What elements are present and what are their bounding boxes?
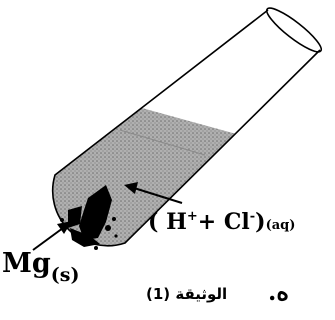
magnesium-solid — [60, 185, 118, 250]
document-caption: الوثيقة (1) — [146, 285, 228, 303]
acid-plus-charge: + — [186, 209, 198, 224]
mg-state: (s) — [50, 264, 80, 286]
mg-pointer-arrow — [32, 221, 72, 251]
test-tube — [51, 7, 323, 247]
acid-mid: + Cl — [197, 209, 250, 235]
acid-pointer-arrow — [124, 182, 183, 204]
acid-solution-label: ( H++ Cl-)(aq) — [148, 210, 295, 233]
acid-minus-charge: - — [249, 209, 256, 224]
trailing-text: ه. — [268, 277, 289, 306]
magnesium-label: Mg(s) — [2, 250, 79, 285]
acid-close: ) — [255, 209, 266, 235]
acid-state: (aq) — [265, 218, 296, 233]
acid-open: ( H — [148, 209, 187, 235]
mg-symbol: Mg — [2, 248, 51, 279]
